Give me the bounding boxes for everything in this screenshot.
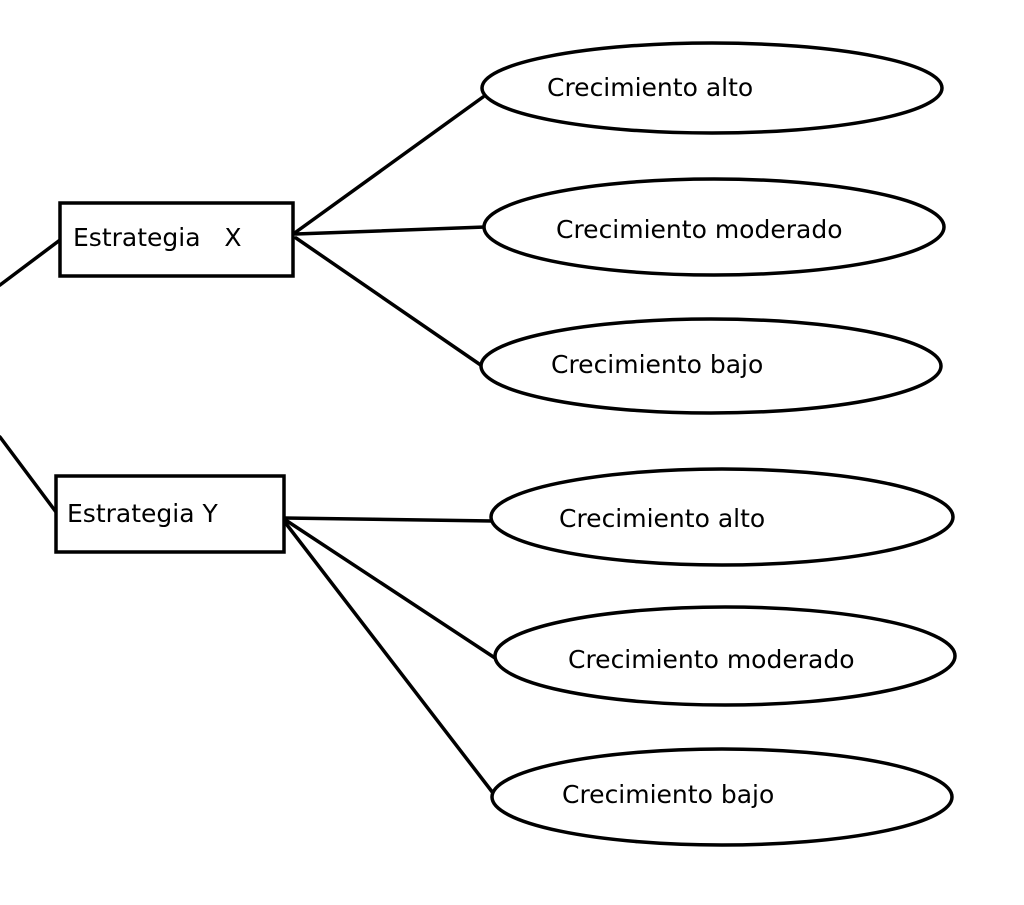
outcome-label: Crecimiento alto [559,504,765,533]
outcome-ellipse [493,605,957,707]
strategy-label: Estrategia Y [67,499,218,528]
strategy-node: Estrategia X [58,201,295,278]
outcome-node: Crecimiento alto [480,41,944,135]
edge-x-bajo [294,236,487,370]
edge-x-moderado [294,225,487,236]
edge-y-moderado [282,517,497,660]
outcome-node: Crecimiento bajo [479,317,943,415]
outcome-node: Crecimiento moderado [493,605,957,707]
outcome-label: Crecimiento bajo [551,350,763,379]
outcome-label: Crecimiento moderado [568,645,855,674]
outcome-ellipse [479,317,943,415]
edge-y-alto [282,516,495,523]
outcome-ellipse [480,41,944,135]
outcome-ellipse [490,747,954,847]
outcome-label: Crecimiento alto [547,73,753,102]
outcome-node: Crecimiento alto [489,467,955,567]
root-edge-strategy-y [0,435,58,514]
outcome-node: Crecimiento moderado [482,177,946,277]
root-edge-strategy-x [0,238,62,287]
outcome-label: Crecimiento bajo [562,780,774,809]
edge-x-alto [294,95,485,234]
strategy-box [54,474,286,554]
strategy-label: Estrategia X [73,223,242,252]
outcome-ellipse [482,177,946,277]
outcome-label: Crecimiento moderado [556,215,843,244]
strategy-node: Estrategia Y [54,474,286,554]
outcome-node: Crecimiento bajo [490,747,954,847]
edge-y-bajo [282,519,495,795]
outcome-ellipse [489,467,955,567]
strategy-box [58,201,295,278]
